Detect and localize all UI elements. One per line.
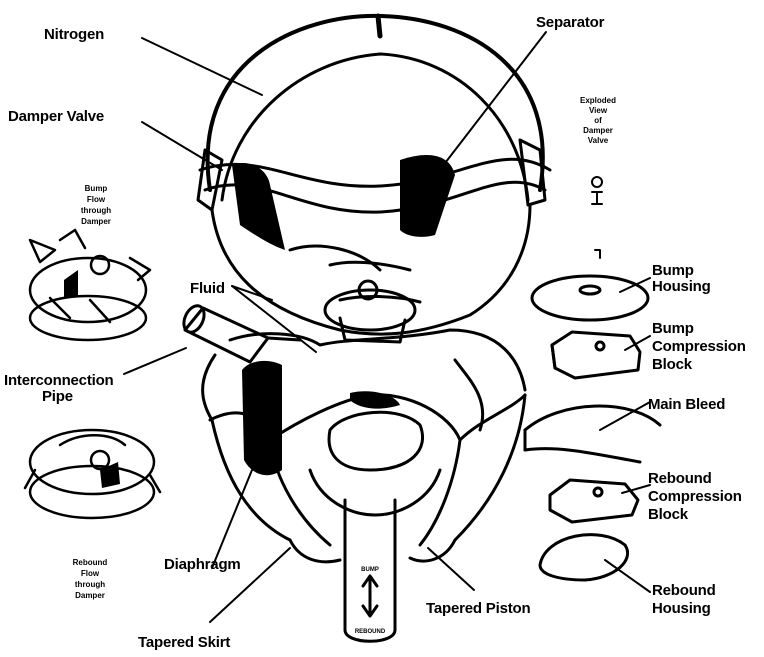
label-bump-block-2: Compression — [652, 338, 746, 355]
caption-exploded-1: Exploded — [566, 96, 630, 105]
caption-rebound-flow-2: Flow — [58, 569, 122, 578]
caption-bump-flow-4: Damper — [64, 217, 128, 226]
label-rebound-block-3: Block — [648, 506, 688, 523]
exploded-valve-small — [592, 177, 602, 258]
rebound-flow-vignette — [25, 430, 160, 518]
caption-rebound-flow-3: through — [58, 580, 122, 589]
bump-housing-part — [532, 276, 648, 320]
label-bump-housing-2: Housing — [652, 278, 711, 295]
rebound-compression-block-part — [550, 480, 638, 522]
label-bump-housing-1: Bump — [652, 262, 694, 279]
caption-bump-flow-2: Flow — [64, 195, 128, 204]
caption-exploded-4: Damper — [566, 126, 630, 135]
caption-bump-flow-3: through — [64, 206, 128, 215]
bump-flow-vignette — [30, 230, 150, 340]
label-tapered-piston: Tapered Piston — [426, 600, 530, 617]
caption-bump-flow-1: Bump — [64, 184, 128, 193]
label-separator: Separator — [536, 14, 604, 31]
label-rebound-housing-1: Rebound — [652, 582, 716, 599]
caption-exploded-5: Valve — [566, 136, 630, 145]
main-bleed-part — [525, 406, 660, 462]
interconnection-pipe — [180, 303, 300, 362]
label-rebound-block-1: Rebound — [648, 470, 712, 487]
label-tapered-skirt: Tapered Skirt — [138, 634, 230, 651]
rebound-housing-part — [540, 535, 628, 580]
label-bump-block-3: Block — [652, 356, 692, 373]
label-rebound-block-2: Compression — [648, 488, 742, 505]
label-main-bleed: Main Bleed — [648, 396, 725, 413]
label-rebound-housing-2: Housing — [652, 600, 711, 617]
label-interconnection: Interconnection — [4, 372, 114, 389]
label-nitrogen: Nitrogen — [44, 26, 104, 43]
bump-compression-block-part — [552, 332, 640, 378]
label-fluid: Fluid — [190, 280, 225, 297]
rod-label-rebound: REBOUND — [342, 628, 398, 637]
label-bump-block-1: Bump — [652, 320, 694, 337]
label-diaphragm: Diaphragm — [164, 556, 241, 573]
caption-exploded-2: View — [566, 106, 630, 115]
label-pipe: Pipe — [42, 388, 73, 405]
rod-label-bump: BUMP — [348, 566, 392, 575]
caption-rebound-flow-4: Damper — [58, 591, 122, 600]
caption-rebound-flow-1: Rebound — [58, 558, 122, 567]
caption-exploded-3: of — [566, 116, 630, 125]
shaded-regions — [64, 155, 455, 488]
label-damper-valve: Damper Valve — [8, 108, 104, 125]
